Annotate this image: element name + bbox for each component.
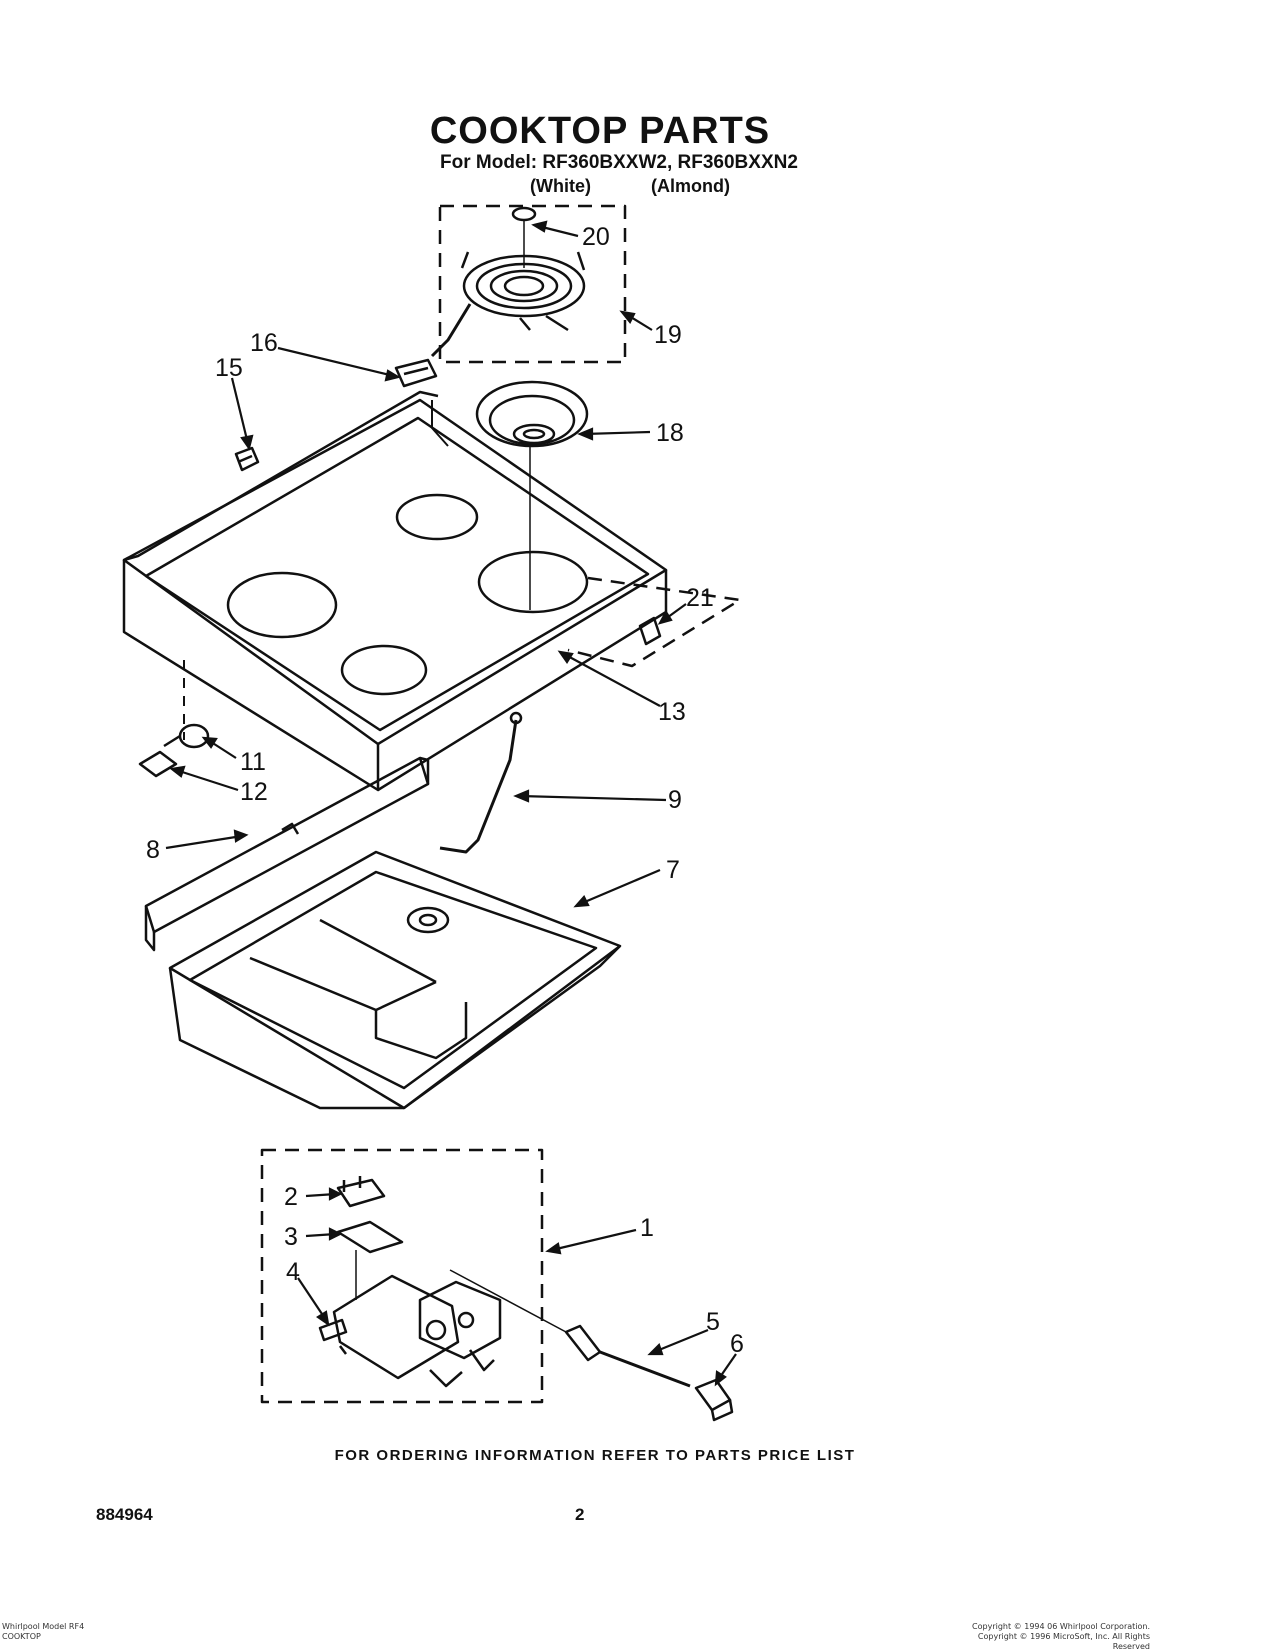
- callout-8: 8: [146, 836, 160, 864]
- page-number: 2: [575, 1505, 585, 1524]
- variant-almond: (Almond): [651, 176, 730, 196]
- footer-right-line-2: Copyright © 1996 MicroSoft, Inc. All Rig…: [977, 1632, 1150, 1651]
- cooktop-panel: [122, 390, 668, 792]
- callout-18: 18: [656, 419, 684, 447]
- callout-13: 13: [658, 698, 686, 726]
- document-number: 884964: [96, 1505, 153, 1524]
- burner-box-liner: [168, 850, 622, 1110]
- surface-element-coil: [430, 251, 586, 358]
- callout-11: 11: [240, 748, 266, 776]
- callout-2: 2: [284, 1183, 298, 1211]
- switch-cover: [336, 1176, 386, 1208]
- hinge-plate: [138, 750, 178, 778]
- rear-dashed-outline: [567, 576, 742, 668]
- hinge: [163, 723, 210, 749]
- support-rod: [439, 711, 523, 854]
- callout-19: 19: [654, 321, 682, 349]
- callout-16: 16: [250, 329, 278, 357]
- callout-12: 12: [240, 778, 268, 806]
- footer-left-fineprint: Whirlpool Model RF4 COOKTOP: [2, 1622, 84, 1642]
- footer-left-line-2: COOKTOP: [2, 1632, 41, 1641]
- callout-numbers: 20 19 16 15 18 21 13 11 12 9 8 7 2 3 1 4…: [146, 223, 744, 1358]
- wire-harness: [449, 1269, 691, 1388]
- callout-21: 21: [686, 584, 714, 612]
- callout-3: 3: [284, 1223, 298, 1251]
- callout-6: 6: [730, 1330, 744, 1358]
- callout-7: 7: [666, 856, 680, 884]
- element-cap: [511, 206, 537, 268]
- drip-bowl: [475, 380, 589, 610]
- callout-15: 15: [215, 354, 243, 382]
- footer-left-line-1: Whirlpool Model RF4: [2, 1622, 85, 1631]
- callout-5: 5: [706, 1308, 720, 1336]
- footer-right-fineprint: Copyright © 1994 06 Whirlpool Corporatio…: [940, 1622, 1150, 1652]
- wire-connector: [694, 1378, 734, 1422]
- knob-shaft-insert: [318, 1318, 348, 1355]
- callout-1: 1: [640, 1214, 654, 1242]
- terminal-block: [394, 358, 438, 388]
- surface-element-box: [438, 204, 627, 364]
- ordering-note: FOR ORDERING INFORMATION REFER TO PARTS …: [334, 1447, 856, 1464]
- page-title: COOKTOP PARTS: [429, 110, 771, 152]
- rubber-bumper: [234, 446, 260, 472]
- variant-white: (White): [530, 176, 591, 196]
- callout-9: 9: [668, 786, 682, 814]
- insulator: [336, 1220, 404, 1254]
- bracket-clip: [638, 616, 662, 646]
- infinite-switch: [332, 1250, 502, 1388]
- footer-right-line-1: Copyright © 1994 06 Whirlpool Corporatio…: [972, 1622, 1150, 1631]
- front-trim-strip: [144, 756, 430, 952]
- model-line: For Model: RF360BXXW2, RF360BXXN2: [440, 152, 798, 173]
- switch-assembly-box: [260, 1148, 544, 1404]
- callout-leaders: [165, 220, 737, 1387]
- callout-20: 20: [582, 223, 610, 251]
- callout-4: 4: [286, 1258, 300, 1286]
